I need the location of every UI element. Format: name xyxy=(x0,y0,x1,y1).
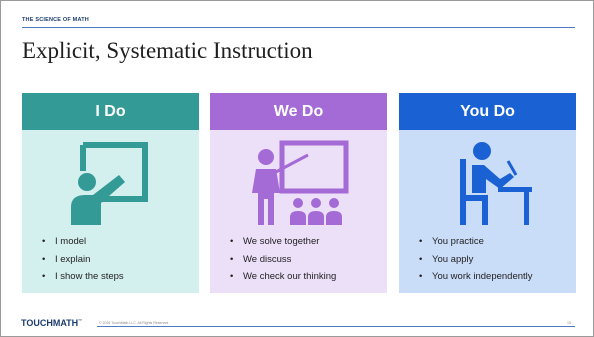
copyright-notice: © 2025 TouchMath LLC. All Rights Reserve… xyxy=(99,321,170,325)
list-item: I model xyxy=(42,233,124,251)
panel-list: We solve together We discuss We check ou… xyxy=(230,233,336,286)
list-item: We solve together xyxy=(230,233,336,251)
teacher-at-board-icon xyxy=(22,137,199,237)
panel-i-do: I Do I model I explain I show the steps xyxy=(22,93,199,293)
trademark-mark: ™ xyxy=(78,318,83,323)
panel-you-do: You Do You practice You apply You work i… xyxy=(399,93,576,293)
header-divider xyxy=(22,27,575,28)
panel-list: I model I explain I show the steps xyxy=(42,233,124,286)
logo-text: TOUCHMATH xyxy=(21,318,79,328)
panel-heading: We Do xyxy=(210,93,387,130)
list-item: I show the steps xyxy=(42,268,124,286)
page-number: 15 xyxy=(567,321,571,325)
student-at-desk-icon xyxy=(399,137,576,237)
list-item: We check our thinking xyxy=(230,268,336,286)
footer-divider xyxy=(97,326,575,327)
list-item: You practice xyxy=(419,233,533,251)
panel-heading: You Do xyxy=(399,93,576,130)
panel-list: You practice You apply You work independ… xyxy=(419,233,533,286)
list-item: I explain xyxy=(42,251,124,269)
touchmath-logo: TOUCHMATH™ xyxy=(21,319,82,328)
list-item: You apply xyxy=(419,251,533,269)
slide-title: Explicit, Systematic Instruction xyxy=(22,38,313,63)
panel-we-do: We Do We solve together We discuss We ch… xyxy=(210,93,387,293)
section-kicker: THE SCIENCE OF MATH xyxy=(22,17,89,23)
list-item: You work independently xyxy=(419,268,533,286)
teacher-with-students-icon xyxy=(210,137,387,237)
list-item: We discuss xyxy=(230,251,336,269)
panel-heading: I Do xyxy=(22,93,199,130)
